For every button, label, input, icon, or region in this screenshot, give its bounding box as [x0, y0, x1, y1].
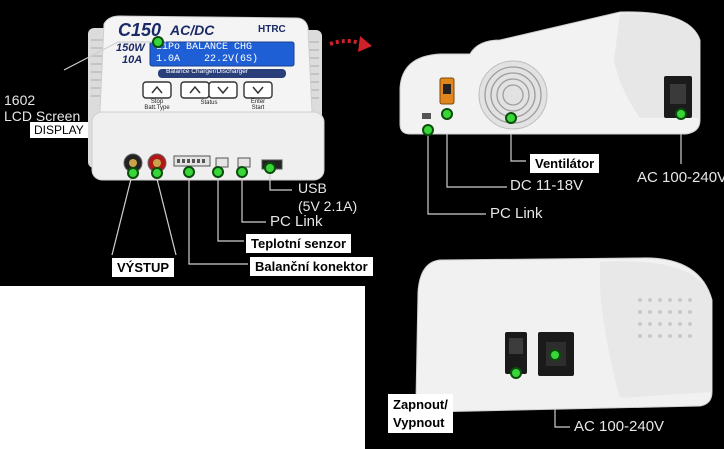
mode-text: AC/DC	[170, 22, 215, 38]
enter-button-label: Enter Start	[250, 99, 266, 112]
marker-usb	[264, 162, 276, 174]
red-arrow	[329, 36, 372, 52]
marker-fan	[505, 112, 517, 124]
marker-balance	[183, 166, 195, 178]
model-name: C150	[118, 20, 162, 40]
marker-ac-back	[549, 349, 561, 361]
lcd-line-1: LiPo BALANCE CHG	[156, 42, 253, 53]
display-label: DISPLAY	[30, 122, 88, 138]
lcd-line-2: 1.0A 22.2V(6S)	[156, 54, 259, 65]
power-switch-label: Zapnout/ Vypnout	[388, 394, 453, 434]
back-charger-body	[415, 257, 713, 413]
marker-pc-link-front	[236, 166, 248, 178]
marker-output-positive	[151, 167, 163, 179]
marker-output-negative	[127, 167, 139, 179]
side-charger-body	[399, 11, 701, 135]
status-button-label: Status	[200, 100, 218, 106]
marker-lcd	[152, 36, 164, 48]
marker-temp	[212, 166, 224, 178]
marker-power-switch	[510, 367, 522, 379]
fan-label: Ventilátor	[530, 154, 600, 173]
ac-input-side-label: AC 100-240V	[637, 169, 724, 186]
pc-link-front-label: PC Link	[270, 213, 323, 230]
ac-input-back-label: AC 100-240V	[574, 418, 665, 435]
marker-dc-input	[441, 108, 453, 120]
power-rating: 150W	[116, 42, 145, 54]
lcd-bar-label: Balance Charger/Discharger	[166, 68, 249, 75]
pc-link-side-label: PC Link	[490, 205, 543, 222]
dc-input-label: DC 11-18V	[510, 177, 584, 194]
stop-button-label: Stop Batt.Type	[144, 99, 170, 112]
bottom-panel-background	[365, 247, 381, 449]
temp-sensor-label: Teplotní senzor	[246, 234, 352, 253]
brand-logo: HTRC	[258, 24, 286, 35]
balance-connector-label: Balanční konektor	[250, 257, 373, 276]
marker-pc-link-side	[422, 124, 434, 136]
lcd-label: 1602 LCD Screen	[4, 92, 81, 125]
current-rating: 10A	[122, 54, 143, 66]
usb-label: USB (5V 2.1A)	[298, 180, 358, 214]
output-label: VÝSTUP	[112, 258, 175, 277]
marker-ac-side	[675, 108, 687, 120]
